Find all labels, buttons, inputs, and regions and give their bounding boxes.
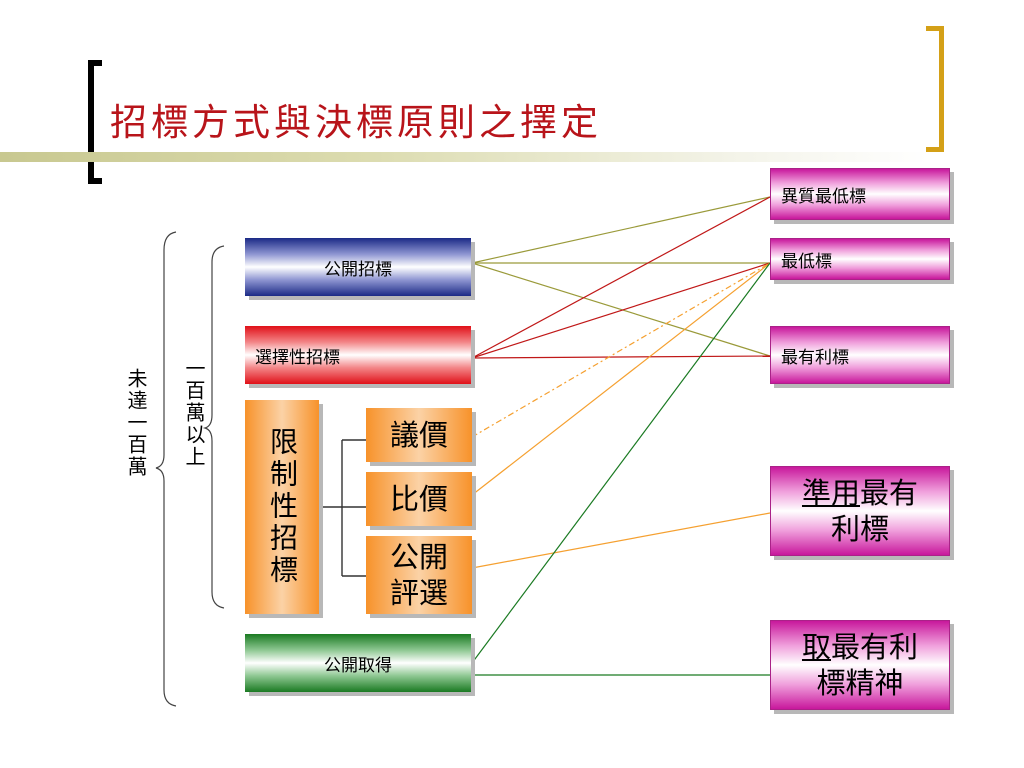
- selective-tender-label: 選擇性招標: [255, 347, 340, 368]
- spirit-rest-text: 最有利: [831, 630, 919, 664]
- spirit-line1: 取最有利: [802, 629, 918, 665]
- line-open-to-advantage: [471, 262, 771, 357]
- line-open-to-hetero: [471, 196, 771, 264]
- negotiation-label: 議價: [389, 418, 448, 452]
- open-selection-line1: 公開: [389, 540, 448, 574]
- quasi-line1: 準用最有: [802, 475, 918, 511]
- box-hetero-lowest: 異質最低標: [770, 168, 950, 220]
- title-underline-bar: [0, 152, 930, 162]
- box-limited-tender: 限制性招標: [245, 400, 319, 614]
- open-acquisition-label: 公開取得: [324, 655, 392, 676]
- title-bracket-right: [926, 26, 944, 152]
- inner-brace: [202, 245, 225, 609]
- most-advantageous-label: 最有利標: [781, 347, 849, 368]
- box-lowest: 最低標: [770, 238, 950, 280]
- box-quasi-advantageous: 準用最有 利標: [770, 466, 950, 556]
- line-acquisition-to-lowest: [471, 262, 771, 664]
- hetero-lowest-label: 異質最低標: [781, 186, 866, 207]
- box-open-selection: 公開 評選: [366, 536, 472, 614]
- price-comparison-label: 比價: [389, 482, 448, 516]
- outer-brace: [155, 231, 177, 707]
- limited-bracket: [318, 439, 366, 577]
- box-selective-tender: 選擇性招標: [245, 326, 471, 384]
- line-selective-to-hetero: [471, 196, 771, 359]
- box-advantage-spirit: 取最有利 標精神: [770, 620, 950, 710]
- label-under-million: 未達一百萬: [124, 368, 148, 478]
- title-bracket-left: [88, 60, 102, 184]
- box-most-advantageous: 最有利標: [770, 326, 950, 384]
- line-selective-to-advantage: [471, 355, 771, 359]
- quasi-rest-text: 最有: [860, 476, 919, 510]
- label-over-million: 一百萬以上: [182, 358, 206, 468]
- box-negotiation: 議價: [366, 408, 472, 462]
- quasi-underlined-text: 準用: [801, 476, 860, 510]
- spirit-underlined-text: 取: [801, 630, 831, 664]
- line-selective-to-lowest: [471, 262, 771, 359]
- line-price-to-lowest: [471, 262, 771, 496]
- open-selection-line2: 評選: [389, 576, 448, 610]
- limited-tender-label: 限制性招標: [266, 427, 299, 587]
- spirit-line2: 標精神: [816, 666, 904, 700]
- line-negotiation-to-lowest: [471, 262, 771, 438]
- lowest-label: 最低標: [781, 251, 832, 272]
- open-tender-label: 公開招標: [324, 259, 392, 280]
- box-open-acquisition: 公開取得: [245, 634, 471, 692]
- box-price-comparison: 比價: [366, 472, 472, 526]
- box-open-tender: 公開招標: [245, 238, 471, 296]
- quasi-line2: 利標: [830, 512, 889, 546]
- page-title: 招標方式與決標原則之擇定: [110, 101, 602, 144]
- line-selection-to-quasi: [471, 512, 771, 569]
